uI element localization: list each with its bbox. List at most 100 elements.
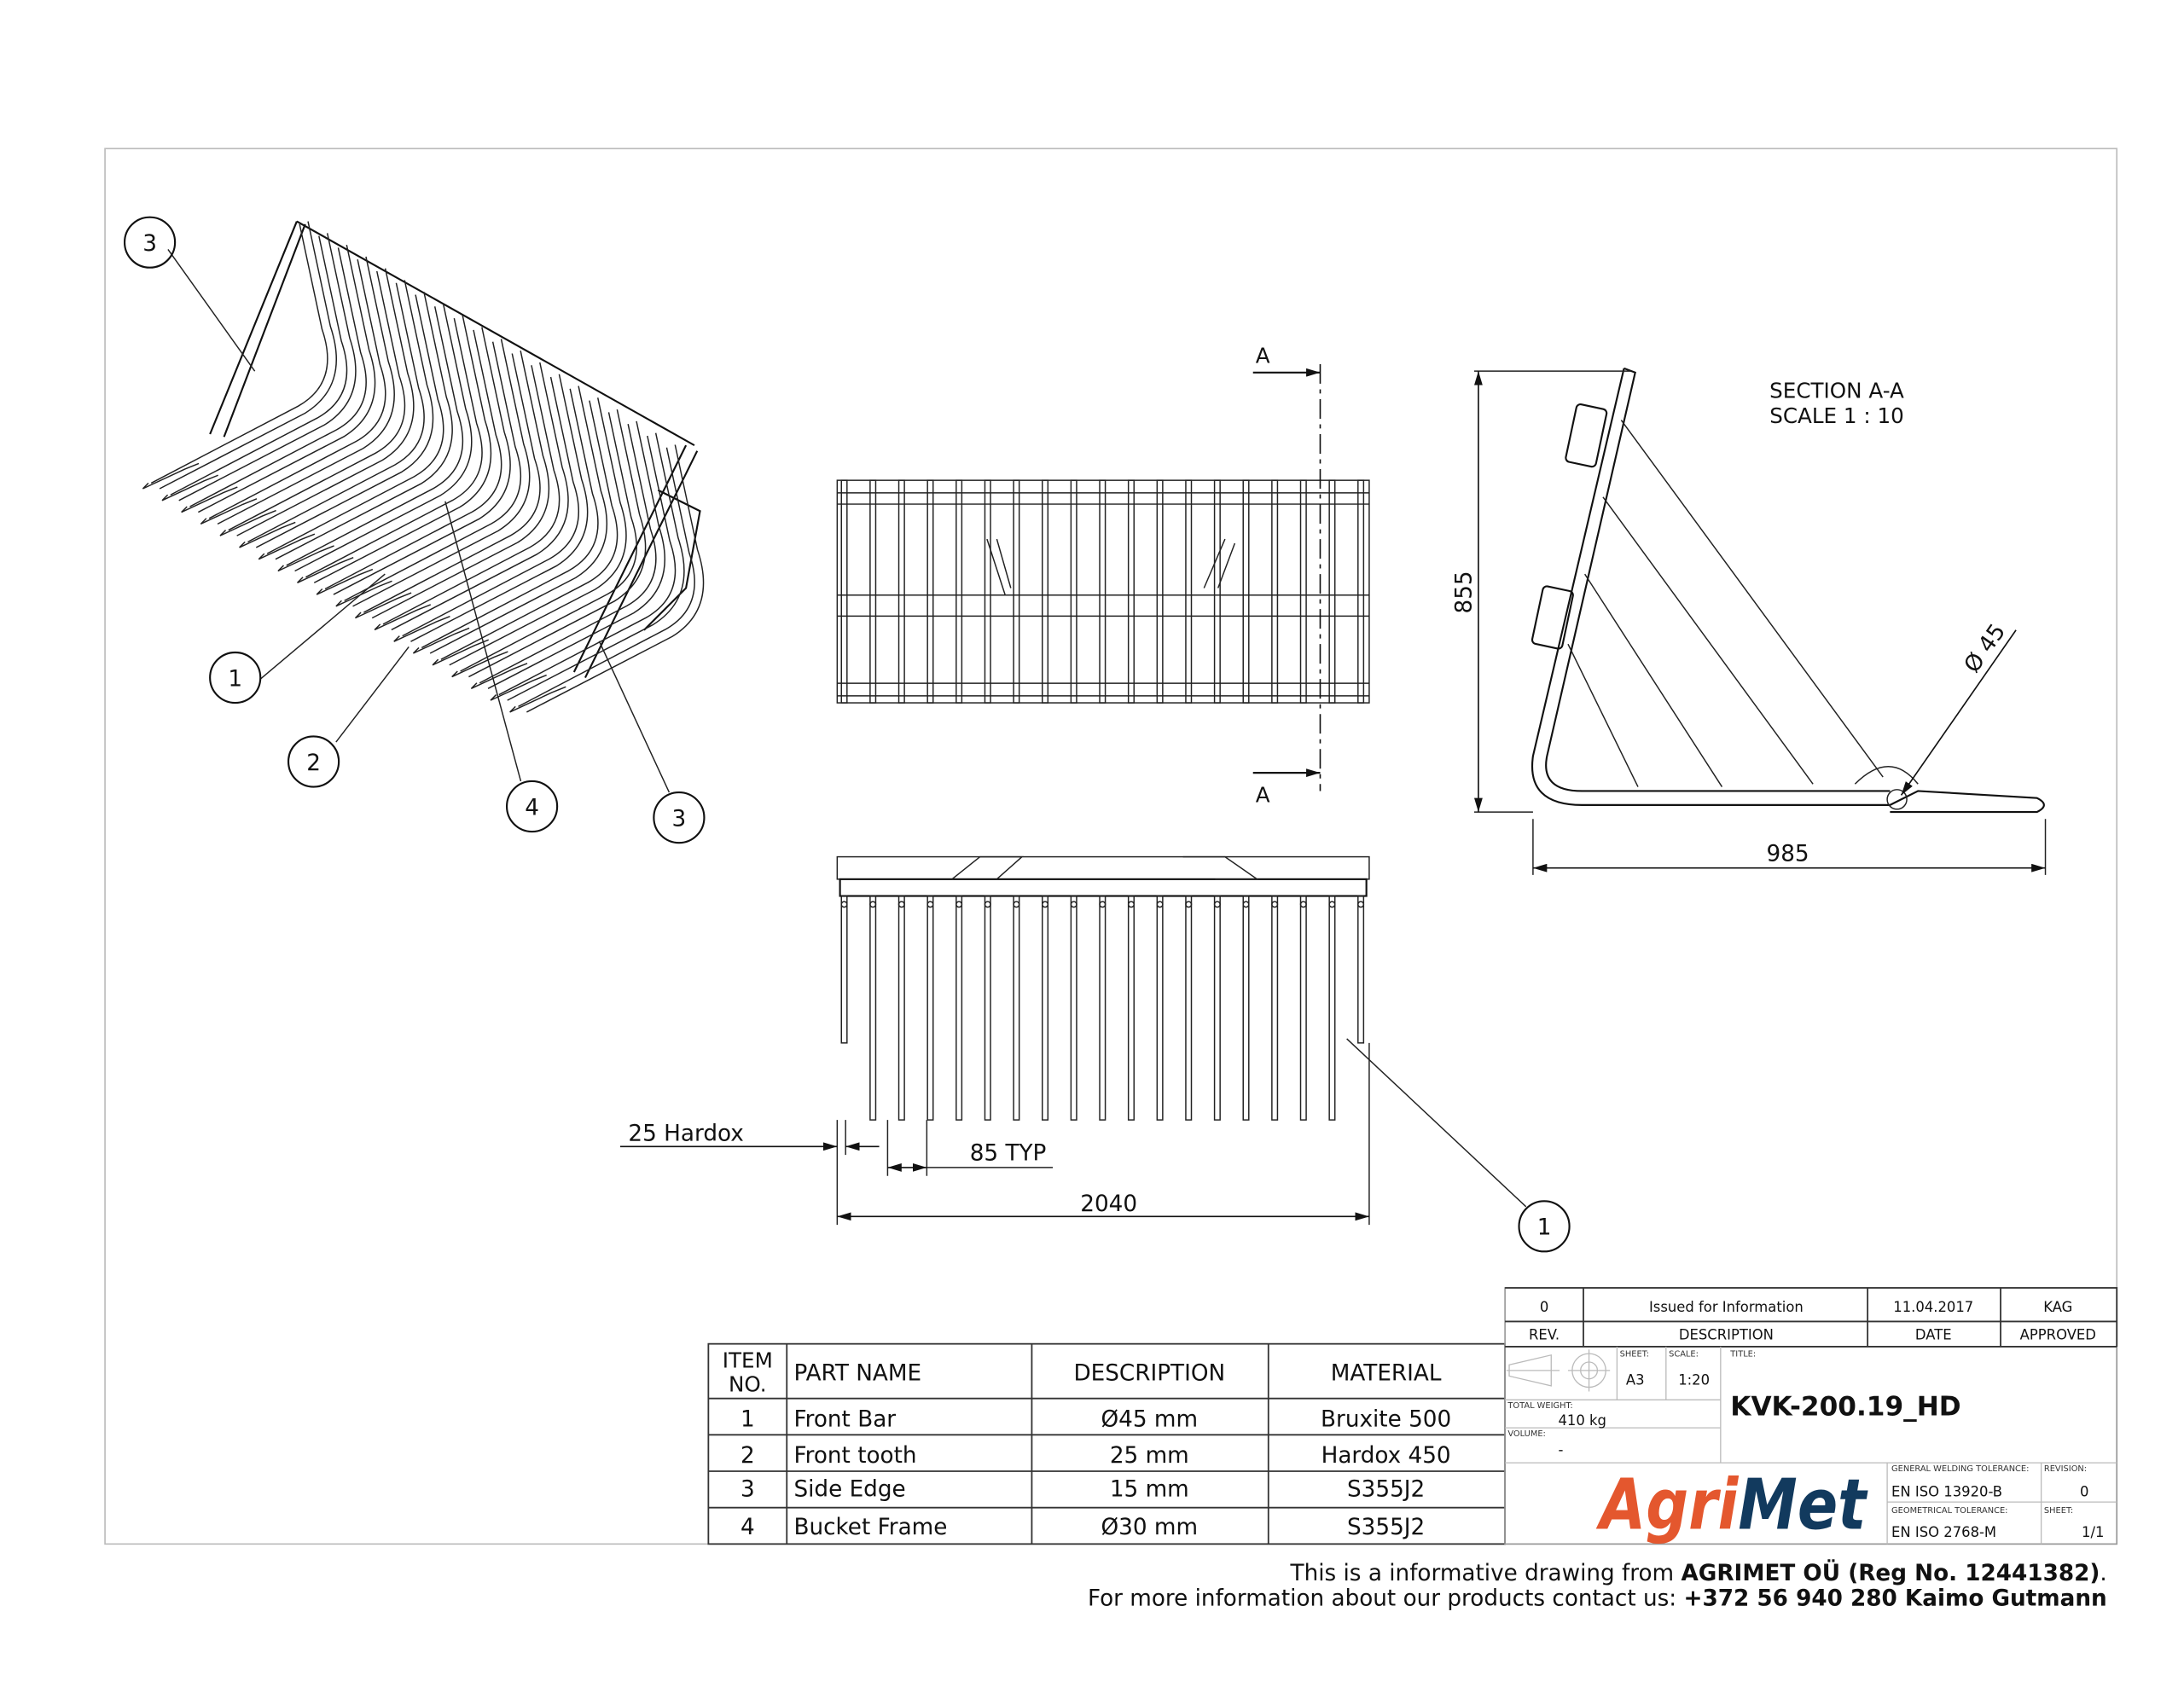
svg-text:3: 3 [142, 231, 157, 257]
cell-part: Side Edge [793, 1477, 905, 1503]
cell-desc: 15 mm [1110, 1477, 1189, 1503]
iso-tine [498, 432, 685, 701]
svg-text:DATE: DATE [1915, 1327, 1952, 1343]
rev-date: 11.04.2017 [1893, 1299, 1973, 1315]
agrimet-logo: AgriMet [1596, 1464, 1868, 1545]
bottom-tine [1013, 895, 1020, 1121]
svg-text:ITEM: ITEM [723, 1348, 773, 1373]
iso-tooth [161, 474, 218, 501]
svg-text:SCALE:: SCALE: [1669, 1349, 1699, 1359]
front-tine [869, 479, 877, 704]
rev-approved: KAG [2043, 1299, 2072, 1315]
tine-bolt [926, 901, 934, 908]
iso-tine [363, 351, 550, 619]
iso-tooth [374, 604, 432, 631]
drawing-title: KVK-200.19_HD [1730, 1391, 1960, 1422]
iso-tine [305, 315, 492, 583]
bottom-tine [956, 895, 963, 1121]
iso-tooth [509, 686, 566, 713]
section-scale: SCALE 1 : 10 [1769, 403, 1904, 428]
svg-text:SHEET:: SHEET: [2044, 1506, 2073, 1516]
iso-tine [150, 221, 337, 490]
iso-balloons: 3 1 2 4 3 [123, 216, 706, 844]
cell-part: Bucket Frame [793, 1515, 947, 1540]
bottom-tine [1070, 895, 1077, 1121]
svg-text:TOTAL WEIGHT:: TOTAL WEIGHT: [1507, 1401, 1572, 1411]
bottom-tine [1242, 895, 1250, 1121]
svg-text:4: 4 [525, 795, 539, 820]
title-block: 0 Issued for Information 11.04.2017 KAG … [1504, 1287, 2118, 1545]
front-tine [1357, 479, 1365, 704]
front-tine [1099, 479, 1107, 704]
section-title: SECTION A-A [1769, 378, 1904, 403]
cell-part: Front Bar [793, 1406, 896, 1432]
total-weight: 410 kg [1558, 1412, 1606, 1429]
front-tine [1213, 479, 1221, 704]
svg-text:TITLE:: TITLE: [1729, 1349, 1756, 1359]
sheet-border [104, 148, 2118, 1545]
iso-tooth [412, 627, 470, 654]
svg-text:GENERAL WELDING TOLERANCE:: GENERAL WELDING TOLERANCE: [1891, 1464, 2029, 1474]
svg-text:-: - [1558, 1441, 1563, 1458]
rev-value: 0 [1540, 1299, 1548, 1315]
iso-tooth [142, 462, 200, 490]
iso-tine [266, 292, 453, 560]
svg-text:3: 3 [672, 806, 687, 832]
cell-part: Front tooth [793, 1443, 916, 1469]
tine-bolt [1357, 901, 1365, 908]
iso-tooth [393, 615, 450, 642]
iso-tine [228, 268, 415, 536]
front-tine [1299, 479, 1307, 704]
tine-bolt [840, 901, 848, 908]
front-tine [840, 479, 848, 704]
svg-text:APPROVED: APPROVED [2020, 1327, 2096, 1343]
svg-text:VOLUME:: VOLUME: [1507, 1429, 1545, 1439]
iso-tooth [335, 580, 392, 607]
iso-tooth [219, 509, 276, 536]
iso-tine [170, 233, 357, 501]
iso-tooth [239, 521, 296, 548]
projection-symbol-icon [1506, 1349, 1611, 1392]
iso-tine [189, 244, 376, 513]
front-tine [926, 479, 934, 704]
svg-text:EN ISO 13920-B: EN ISO 13920-B [1891, 1484, 2002, 1500]
balloon-2: 2 [287, 735, 340, 788]
dim-pitch: 85 TYP [970, 1141, 1047, 1167]
bottom-tine [897, 895, 905, 1121]
svg-text:PART NAME: PART NAME [793, 1360, 921, 1386]
iso-tine [344, 339, 531, 607]
front-tine [897, 479, 905, 704]
tine-bolt [984, 901, 991, 908]
front-tine [1328, 479, 1336, 704]
bottom-tine [1185, 895, 1193, 1121]
balloon-3-bottom: 3 [653, 791, 706, 844]
iso-tooth [451, 651, 508, 678]
cell-item: 2 [741, 1443, 755, 1469]
bottom-tine [1099, 895, 1107, 1121]
footer-line-2: For more information about our products … [1088, 1586, 2107, 1612]
dim-depth: 985 [1767, 842, 1809, 867]
svg-text:2: 2 [306, 751, 321, 776]
front-tine [1127, 479, 1135, 704]
bottom-tine [984, 895, 991, 1121]
svg-text:DESCRIPTION: DESCRIPTION [1073, 1360, 1225, 1386]
iso-tine [324, 327, 511, 595]
tine-bolt [1042, 901, 1049, 908]
bottom-tine [1328, 895, 1336, 1121]
svg-text:NO.: NO. [729, 1371, 767, 1396]
tine-bolt [897, 901, 905, 908]
parts-table: ITEM NO. PART NAME DESCRIPTION MATERIAL … [707, 1342, 1507, 1545]
front-tine [1185, 479, 1193, 704]
iso-tine [208, 256, 395, 525]
svg-text:A: A [1256, 783, 1270, 808]
iso-tine [440, 397, 627, 666]
tine-bolt [1013, 901, 1020, 908]
isometric-view [142, 220, 705, 793]
svg-text:MATERIAL: MATERIAL [1331, 1360, 1442, 1386]
svg-text:REVISION:: REVISION: [2044, 1464, 2087, 1474]
tine-bolt [1213, 901, 1221, 908]
tine-bolt [1127, 901, 1135, 908]
